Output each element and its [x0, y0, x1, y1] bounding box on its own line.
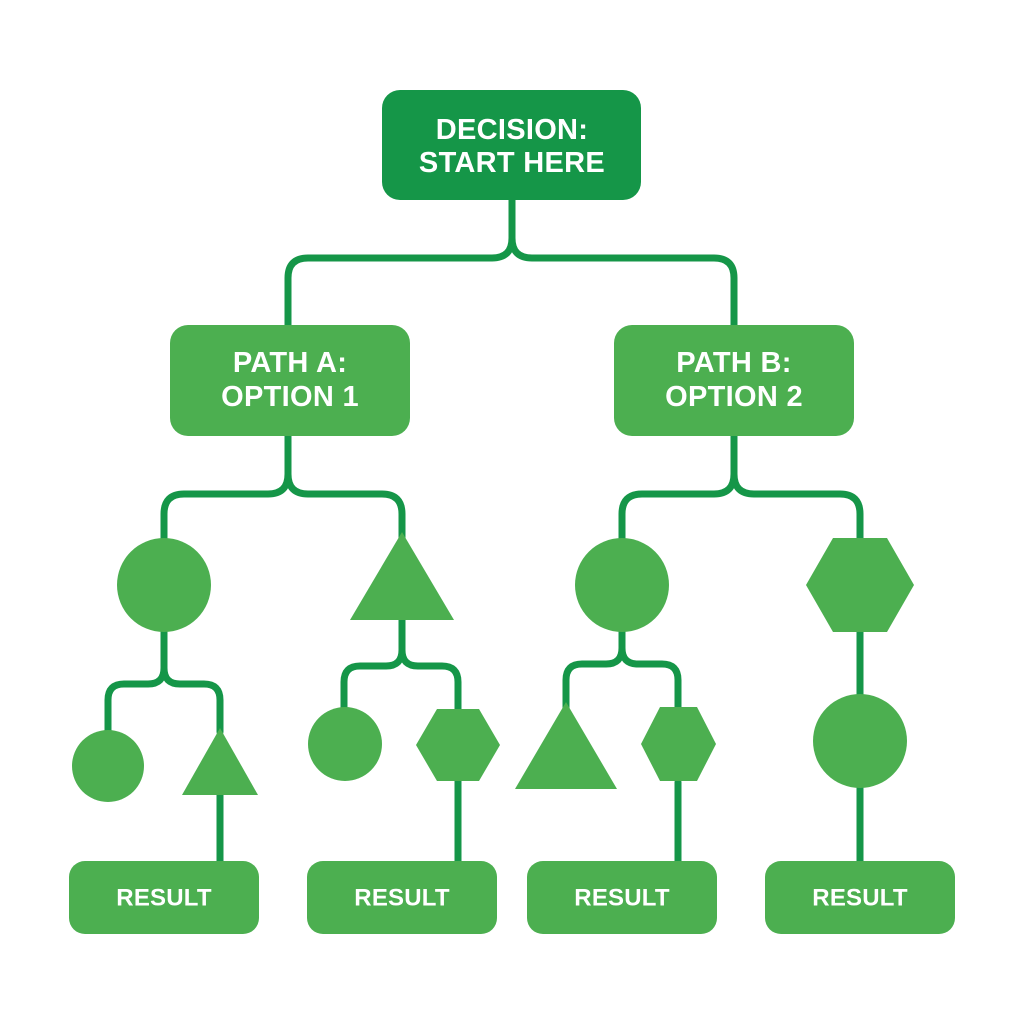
connector-a1-to-triangle: [160, 624, 224, 736]
leaf-circle-3: [813, 694, 907, 788]
connector-a1-to-circle: [104, 624, 168, 742]
path-b-circle-node: [575, 538, 669, 632]
result-label-3: RESULT: [574, 885, 670, 912]
root-decision-node: DECISION: START HERE: [382, 90, 641, 200]
path-b-hexagon-node: [806, 538, 914, 632]
path-b-label-line-2: OPTION 2: [665, 381, 803, 413]
connector-a2-to-circle: [340, 608, 406, 718]
path-a-triangle-node: [350, 532, 454, 620]
connector-a2-to-hexagon: [398, 608, 462, 716]
leaf-triangle-2: [515, 702, 617, 789]
leaf-circle-2: [308, 707, 382, 781]
path-a-circle-node: [117, 538, 211, 632]
path-a-node: PATH A: OPTION 1: [170, 325, 410, 436]
result-label-4: RESULT: [812, 885, 908, 912]
root-label-line-1: DECISION:: [436, 114, 589, 146]
path-b-node: PATH B: OPTION 2: [614, 325, 854, 436]
path-a-label-line-2: OPTION 1: [221, 381, 359, 413]
leaf-hexagon-2: [641, 707, 716, 781]
result-label-2: RESULT: [354, 885, 450, 912]
result-node-1: RESULT: [69, 861, 259, 934]
result-node-4: RESULT: [765, 861, 955, 934]
result-node-2: RESULT: [307, 861, 497, 934]
leaf-circle-1: [72, 730, 144, 802]
leaf-hexagon-1: [416, 709, 500, 781]
connectors: [104, 196, 864, 870]
result-node-3: RESULT: [527, 861, 717, 934]
connector-path-b-to-hexagon: [730, 431, 864, 549]
connector-b1-to-triangle: [562, 624, 626, 712]
connector-root-to-path-b: [508, 196, 738, 330]
leaf-triangle-1: [182, 728, 258, 795]
connector-b1-to-hexagon: [618, 624, 682, 714]
connector-root-to-path-a: [284, 196, 516, 330]
connector-path-b-to-circle: [618, 431, 738, 549]
root-label-line-2: START HERE: [419, 147, 605, 179]
path-a-label-line-1: PATH A:: [233, 347, 347, 379]
path-b-label-line-1: PATH B:: [676, 347, 791, 379]
connector-path-a-to-circle: [160, 431, 292, 549]
result-label-1: RESULT: [116, 885, 212, 912]
connector-path-a-to-triangle: [284, 431, 406, 544]
